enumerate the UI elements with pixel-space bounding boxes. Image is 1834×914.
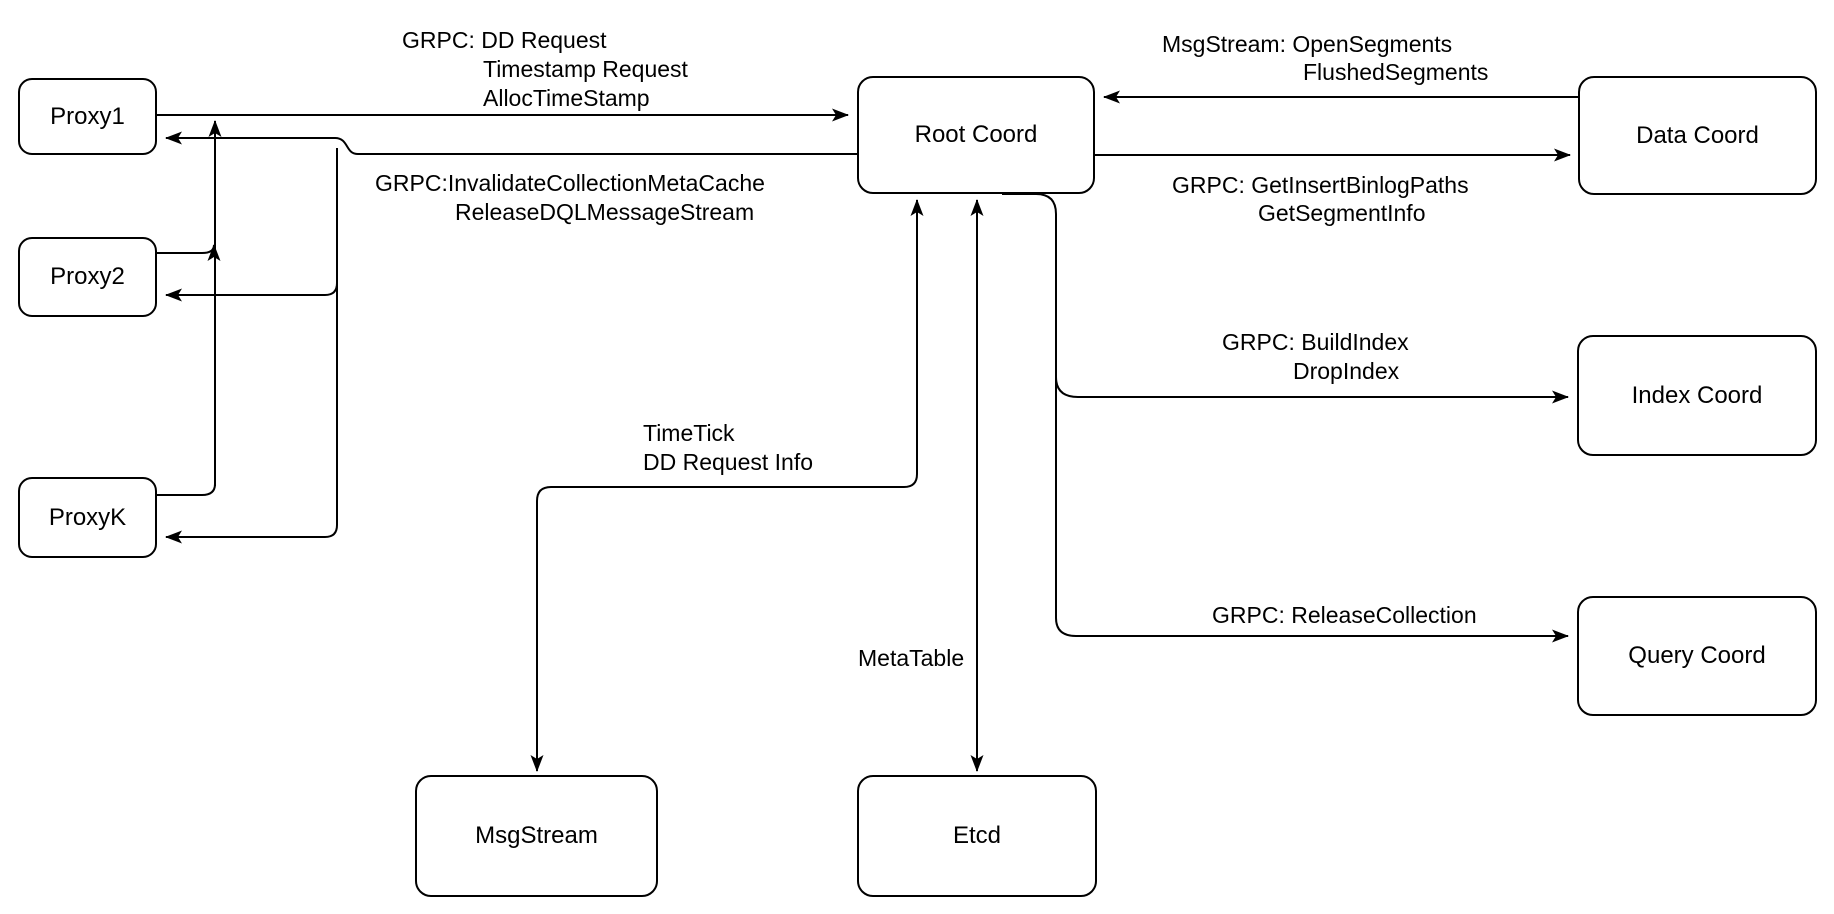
- edge-label-root-to-query-line1: GRPC: ReleaseCollection: [1212, 602, 1477, 628]
- node-data-coord: Data Coord: [1578, 76, 1817, 195]
- node-proxyk-label: ProxyK: [48, 503, 127, 531]
- edge-label-data-to-root-line2: FlushedSegments: [1303, 59, 1489, 85]
- edge-label-proxy-to-root-line1: GRPC: DD Request: [402, 27, 607, 53]
- edge-label-root-to-proxy-line1: GRPC:InvalidateCollectionMetaCache: [375, 170, 765, 196]
- connector-rootcoord-to-indexcoord: [1055, 376, 1569, 404]
- node-index-coord: Index Coord: [1577, 335, 1817, 456]
- edge-label-root-to-data-line1: GRPC: GetInsertBinlogPaths: [1172, 172, 1469, 198]
- node-query-coord: Query Coord: [1577, 596, 1817, 716]
- connector-rootcoord-to-proxy1: [165, 131, 857, 155]
- edge-label-root-to-msgstream-line2: DD Request Info: [643, 449, 814, 475]
- edge-label-data-to-root-line1: MsgStream: OpenSegments: [1162, 31, 1453, 57]
- edge-label-root-to-proxy-line2: ReleaseDQLMessageStream: [455, 199, 755, 225]
- edge-label-root-to-data-line2: GetSegmentInfo: [1258, 200, 1426, 226]
- node-msgstream-label: MsgStream: [475, 822, 598, 849]
- connector-rootcoord-to-proxy2: [165, 282, 338, 302]
- connector-rootcoord-to-proxyk: [165, 148, 338, 544]
- connector-rootcoord-to-querycoord: [1002, 193, 1569, 643]
- node-proxy1: Proxy1: [18, 78, 157, 155]
- edge-label-proxy-to-root-line2: Timestamp Request: [483, 56, 688, 82]
- node-index-coord-label: Index Coord: [1631, 381, 1763, 409]
- connector-proxyk-out: [157, 483, 216, 496]
- node-msgstream: MsgStream: [415, 775, 658, 897]
- edge-label-root-to-etcd-line1: MetaTable: [858, 645, 965, 671]
- edge-label-root-to-index-line1: GRPC: BuildIndex: [1222, 329, 1409, 355]
- edge-label-root-to-index-line2: DropIndex: [1293, 358, 1400, 384]
- edge-label-proxy-to-root-line3: AllocTimeStamp: [483, 85, 650, 111]
- connector-rootcoord-msgstream: [530, 199, 924, 772]
- node-root-coord-label: Root Coord: [914, 121, 1038, 148]
- connector-proxy2-out: [157, 244, 221, 262]
- node-proxyk: ProxyK: [18, 477, 157, 558]
- node-query-coord-label: Query Coord: [1628, 642, 1766, 669]
- node-proxy1-label: Proxy1: [50, 102, 125, 130]
- edge-label-root-to-msgstream-line1: TimeTick: [643, 420, 735, 446]
- node-proxy2-label: Proxy2: [50, 263, 125, 290]
- node-root-coord: Root Coord: [857, 76, 1095, 194]
- node-etcd: Etcd: [857, 775, 1097, 897]
- node-data-coord-label: Data Coord: [1636, 121, 1759, 149]
- node-proxy2: Proxy2: [18, 237, 157, 317]
- node-etcd-label: Etcd: [952, 822, 1002, 849]
